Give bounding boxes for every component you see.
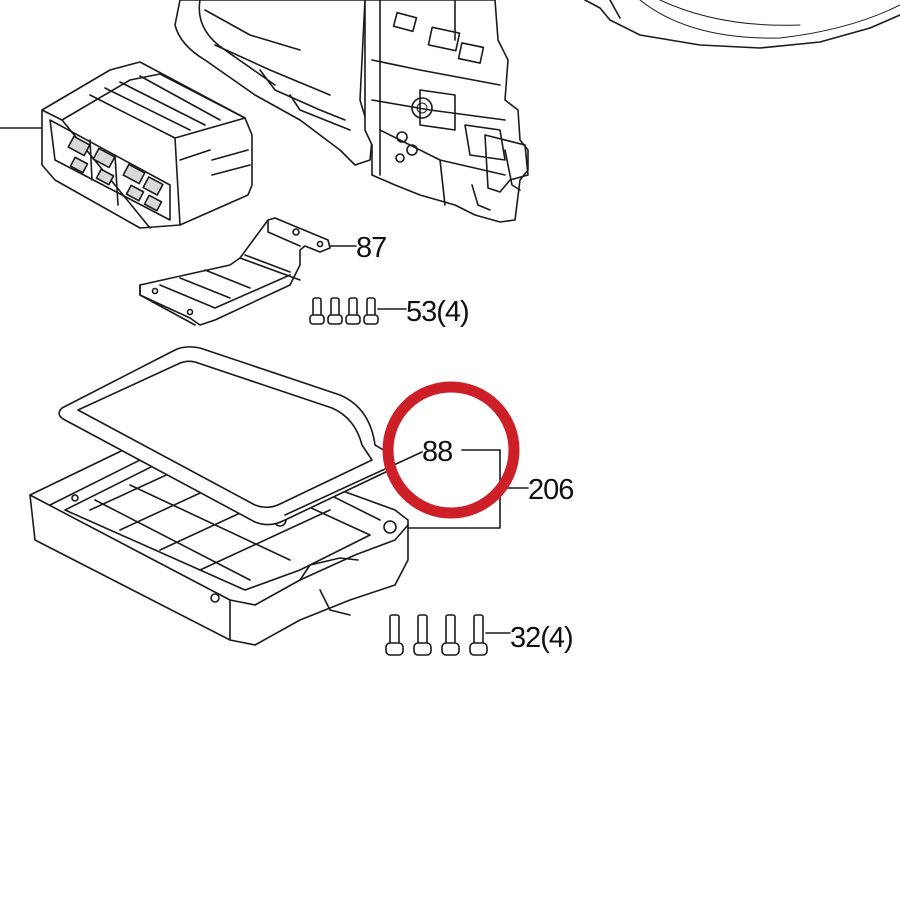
highlight-ring [382, 381, 520, 519]
leader-line-88-part [284, 451, 423, 516]
bracket-line-206 [407, 449, 501, 529]
callout-206: 206 [528, 474, 573, 506]
top-cover-part [584, 0, 900, 49]
bracket-part-87 [139, 217, 357, 326]
main-housing-part [174, 0, 529, 223]
seal-gasket-part-88 [58, 346, 393, 526]
callout-53: 53(4) [406, 296, 469, 328]
callout-32: 32(4) [510, 622, 573, 654]
callout-87: 87 [356, 232, 386, 264]
callout-88: 88 [422, 436, 452, 468]
screw-set-53 [309, 297, 407, 325]
screw-set-32 [385, 614, 511, 656]
battery-pack-part [0, 61, 253, 229]
